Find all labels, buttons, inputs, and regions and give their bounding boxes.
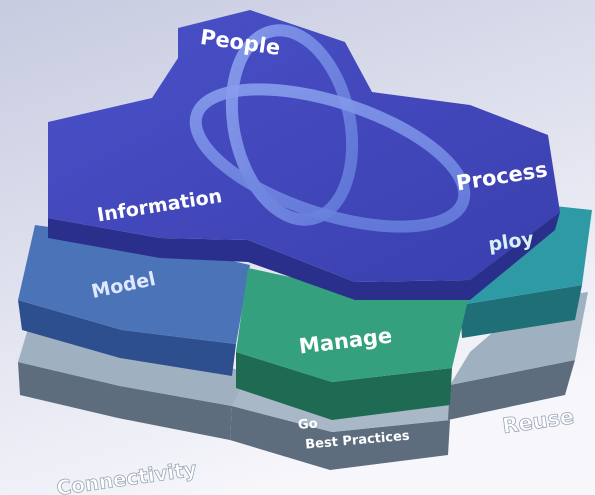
top-layer-side <box>48 212 560 300</box>
top-layer-face <box>48 10 560 282</box>
top-layer <box>48 10 560 300</box>
label-governance: Go <box>298 416 319 432</box>
manage-side <box>236 352 452 420</box>
base-side-center <box>230 406 450 470</box>
deploy-side <box>460 285 582 338</box>
base-side-right <box>448 360 575 420</box>
ring-horizontal <box>189 83 471 233</box>
ring-vertical <box>225 24 359 226</box>
model-side <box>18 300 236 376</box>
base-side-left <box>18 362 232 440</box>
